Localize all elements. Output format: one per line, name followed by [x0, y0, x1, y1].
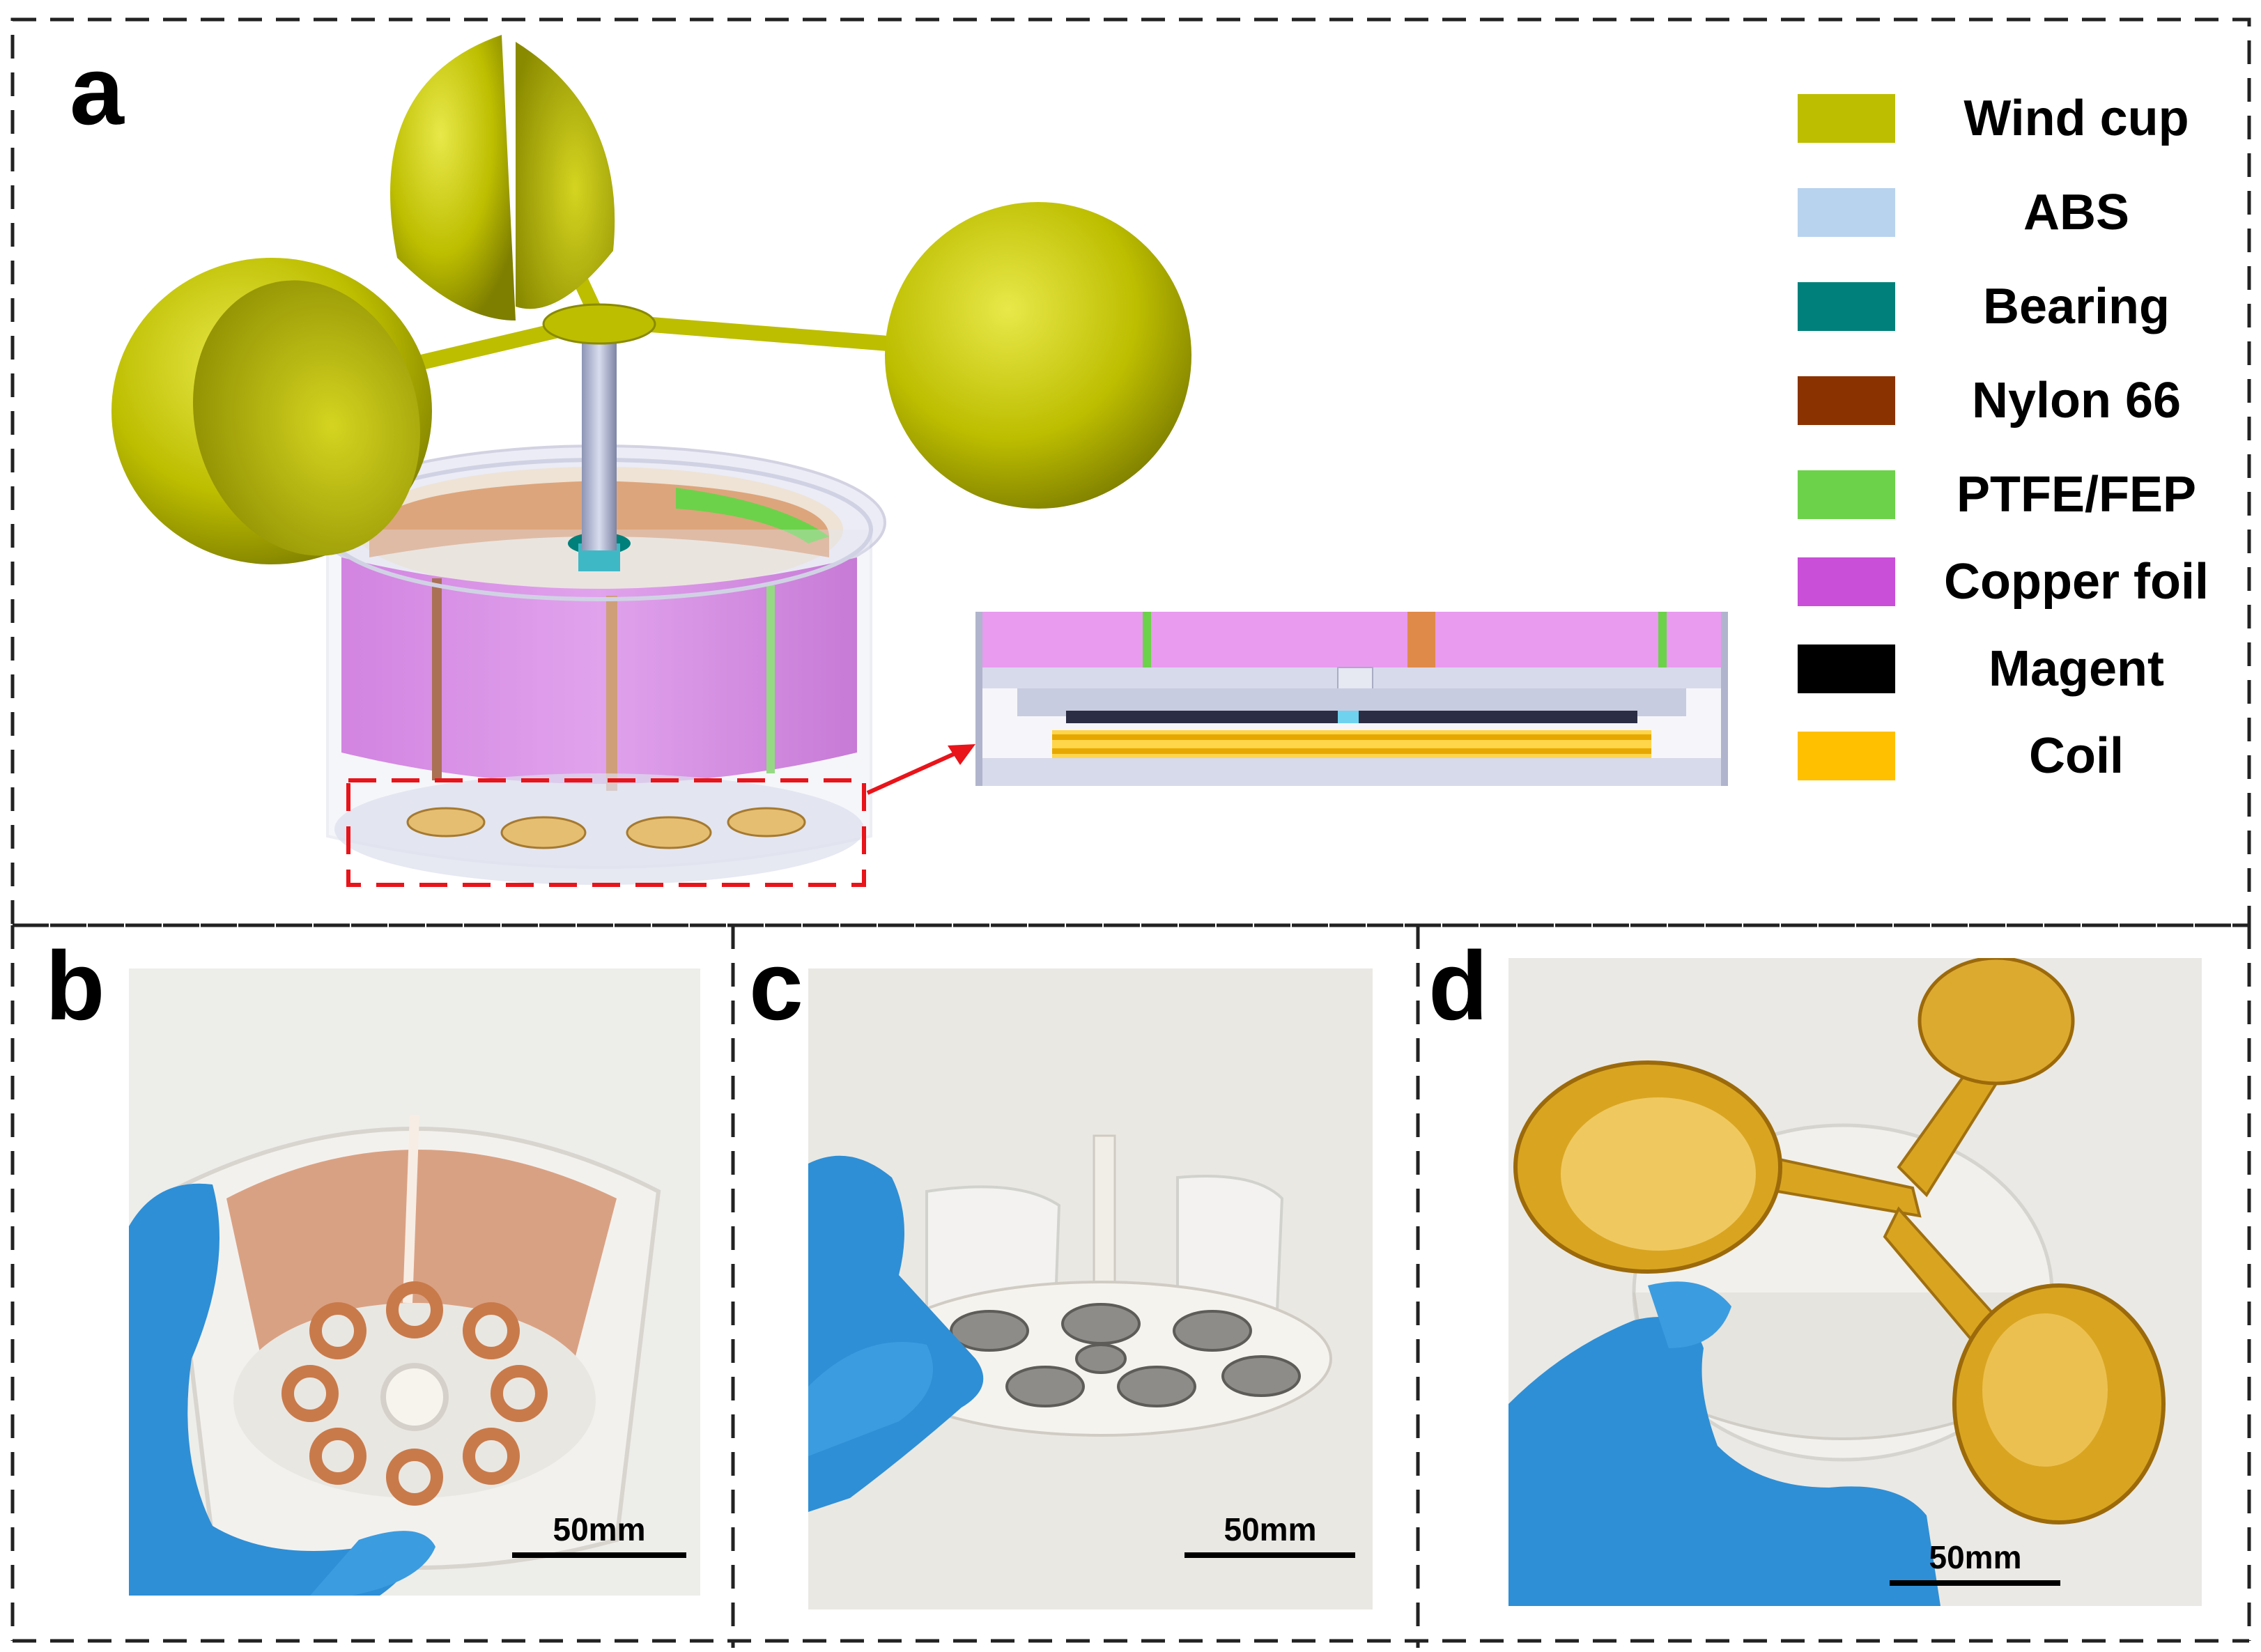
hub — [542, 303, 656, 345]
legend-item-ptfe: PTFE/FEP — [1798, 463, 2230, 523]
wind-cup-top — [390, 35, 615, 321]
anemometer-3d-model — [111, 35, 1191, 887]
legend-swatch — [1798, 94, 1895, 143]
legend-label: Coil — [2029, 728, 2124, 784]
photo-c-magnet-rotor — [808, 968, 1373, 1609]
legend-item-coil: Coil — [1798, 725, 2230, 784]
legend-swatch — [1798, 732, 1895, 780]
photo-d-assembled-anemometer — [1508, 958, 2202, 1606]
scale-label-d: 50mm — [1929, 1539, 2022, 1575]
panel-label-c: c — [749, 931, 803, 1040]
legend-item-wind-cup: Wind cup — [1798, 87, 2230, 146]
callout-box — [346, 778, 866, 887]
callout-arrowhead — [948, 744, 975, 765]
legend-swatch — [1798, 644, 1895, 693]
legend-label: Nylon 66 — [1971, 373, 2182, 429]
callout-arrow — [866, 747, 966, 795]
legend-item-magnet: Magent — [1798, 638, 2230, 697]
scale-bar-d — [1890, 1580, 2060, 1586]
wind-cup-right — [885, 202, 1191, 509]
legend-swatch — [1798, 557, 1895, 606]
legend-swatch — [1798, 282, 1895, 331]
legend-item-nylon: Nylon 66 — [1798, 369, 2230, 429]
legend-swatch — [1798, 188, 1895, 237]
legend-item-bearing: Bearing — [1798, 275, 2230, 334]
legend-label: PTFE/FEP — [1956, 467, 2197, 523]
legend-label: Wind cup — [1963, 91, 2189, 146]
legend-item-copper-foil: Copper foil — [1798, 550, 2230, 610]
legend-label: ABS — [2023, 185, 2129, 240]
legend-label: Magent — [1989, 641, 2164, 697]
legend-label: Bearing — [1982, 279, 2170, 334]
legend-swatch — [1798, 376, 1895, 425]
panel-label-a: a — [70, 36, 124, 145]
scale-label-c: 50mm — [1224, 1511, 1317, 1547]
photo-b-housing-coils — [129, 968, 700, 1596]
scale-bar-b — [512, 1552, 686, 1558]
scale-label-b: 50mm — [553, 1511, 646, 1547]
legend-label: Copper foil — [1944, 554, 2209, 610]
panel-label-d: d — [1428, 931, 1488, 1040]
panel-label-b: b — [45, 931, 105, 1040]
wind-cup-left — [111, 258, 432, 564]
cross-section-detail — [975, 612, 1728, 786]
panel-a-border — [10, 17, 2251, 927]
legend-item-abs: ABS — [1798, 181, 2230, 240]
shaft — [582, 341, 617, 550]
legend-swatch — [1798, 470, 1895, 519]
scale-bar-c — [1184, 1552, 1355, 1558]
